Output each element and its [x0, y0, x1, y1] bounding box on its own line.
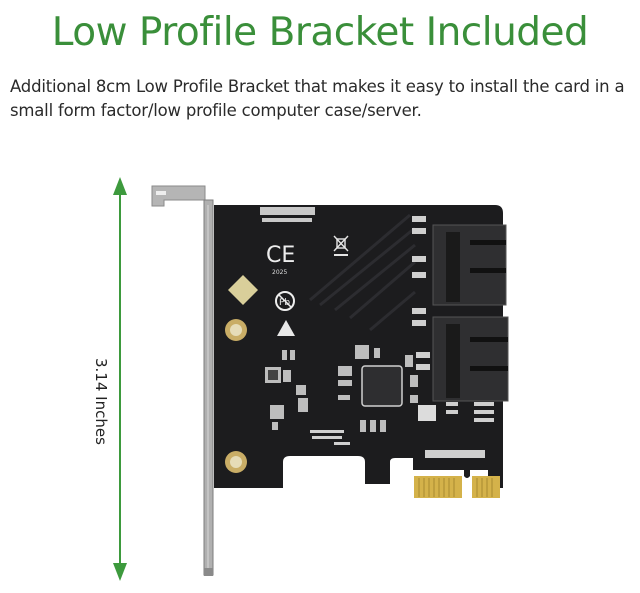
- led: [418, 405, 436, 421]
- dimension-arrow: [113, 177, 127, 581]
- arrow-down-icon: [113, 563, 127, 581]
- esd-warning-icon: [277, 320, 295, 336]
- description-text: Additional 8cm Low Profile Bracket that …: [10, 77, 625, 120]
- pb-free-icon: Pb: [275, 291, 295, 311]
- svg-text:Pb: Pb: [279, 298, 290, 308]
- arrow-up-icon: [113, 177, 127, 195]
- dimension-label: 3.14 Inches: [92, 358, 110, 445]
- ce-mark-icon: CE: [266, 243, 295, 268]
- weee-bin-icon: [333, 235, 349, 256]
- screw-icon: [225, 319, 247, 473]
- svg-text:2025: 2025: [272, 269, 287, 276]
- sata-port: [432, 224, 509, 402]
- page-title: Low Profile Bracket Included: [51, 10, 589, 55]
- low-profile-bracket: [151, 185, 214, 576]
- pcb-board: CE 2025 Pb: [214, 205, 503, 488]
- gold-pad: [228, 275, 258, 305]
- controller-chip: [361, 365, 403, 407]
- pcie-gold-fingers: [414, 476, 500, 498]
